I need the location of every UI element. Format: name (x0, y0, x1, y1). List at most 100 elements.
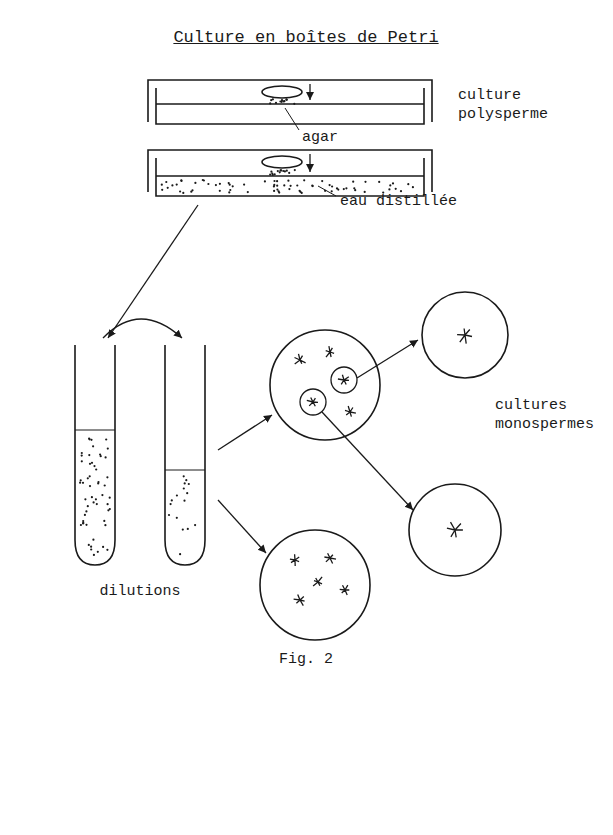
spore-dot (279, 171, 281, 173)
spore-dot (274, 173, 276, 175)
plating-arrow (218, 500, 266, 553)
colony (447, 522, 463, 537)
spore-dot (88, 544, 90, 546)
spore-dot (299, 190, 301, 192)
spore-dot (345, 187, 347, 189)
spore-dot (93, 501, 95, 503)
spore-dot (167, 187, 169, 189)
spore-dot (97, 551, 99, 553)
transfer-arrow (108, 205, 198, 338)
spore-dot (283, 100, 285, 102)
colony (313, 577, 322, 586)
spore-dot (89, 475, 91, 477)
leader-line (318, 186, 336, 196)
petri-lid (148, 150, 432, 192)
spore-dot (176, 184, 178, 186)
petri-plate (409, 484, 501, 576)
spore-dot (229, 184, 231, 186)
test-tube (165, 345, 205, 565)
spore-dot (190, 191, 192, 193)
spore-dot (296, 184, 298, 186)
spore-dot (354, 189, 356, 191)
spore-dot (97, 481, 99, 483)
spore-dot (82, 520, 84, 522)
spore-dot (161, 189, 163, 191)
colony (340, 585, 350, 595)
spore-dot (286, 99, 288, 101)
spore-dot (81, 455, 83, 457)
spore-dot (85, 524, 87, 526)
spore-dot (388, 188, 390, 190)
spore-dot (184, 482, 186, 484)
spore-dot (378, 181, 380, 183)
spore-dot (81, 452, 83, 454)
spore-dot (80, 479, 82, 481)
spore-dot (273, 190, 275, 192)
spore-dot (179, 190, 181, 192)
diagram-title: Culture en boîtes de Petri (173, 28, 438, 47)
spore-dot (91, 462, 93, 464)
spore-dot (90, 548, 92, 550)
spore-dot (294, 169, 296, 171)
colony (345, 406, 356, 417)
spore-dot (395, 188, 397, 190)
spore-dot (219, 190, 221, 192)
spore-dot (392, 182, 394, 184)
spore-dot (285, 98, 287, 100)
petri-plate (260, 530, 370, 640)
spore-dot (84, 498, 86, 500)
spore-dot (275, 102, 277, 104)
spore-dot (93, 554, 95, 556)
spore-dot (194, 524, 196, 526)
spore-dot (352, 181, 354, 183)
spore-dot (106, 476, 108, 478)
spore-dot (186, 492, 188, 494)
spore-dot (182, 192, 184, 194)
dish-label: culture polysperme (458, 86, 568, 124)
colony (338, 375, 349, 385)
spore-dot (288, 188, 290, 190)
colony (290, 554, 299, 566)
spore-dot (353, 187, 355, 189)
spore-dot (276, 185, 278, 187)
spore-dot (276, 180, 278, 182)
spore-dot (104, 524, 106, 526)
isolation-arrow (322, 412, 413, 510)
spore-dot (232, 185, 234, 187)
spore-dot (312, 185, 314, 187)
step-label: dilutions (99, 582, 180, 601)
spore-dot (247, 191, 249, 193)
spore-dot (290, 185, 292, 187)
spore-dot (104, 484, 106, 486)
spore-dot (301, 192, 303, 194)
spore-dot (179, 553, 181, 555)
spore-dot (89, 438, 91, 440)
colony (324, 553, 336, 563)
spore-dot (202, 179, 204, 181)
petri-plate (270, 330, 380, 440)
spore-dot (264, 180, 266, 182)
spore-dot (272, 98, 274, 100)
spore-dot (81, 460, 83, 462)
spore-dot (269, 102, 271, 104)
spore-dot (95, 498, 97, 500)
spore-dot (171, 499, 173, 501)
spore-dot (364, 181, 366, 183)
spore-fall-arrow (309, 84, 310, 100)
spore-dot (91, 496, 93, 498)
spore-dot (168, 514, 170, 516)
spore-dot (271, 173, 273, 175)
spore-dot (337, 189, 339, 191)
spore-dot (96, 503, 98, 505)
spore-dot (188, 483, 190, 485)
spore-dot (283, 100, 285, 102)
spore-dot (228, 191, 230, 193)
spore-dot (89, 485, 91, 487)
spore-dot (80, 524, 82, 526)
spore-dot (311, 185, 313, 187)
spore-dot (89, 463, 91, 465)
spore-dot (343, 188, 345, 190)
spore-dot (87, 505, 89, 507)
colony (307, 398, 318, 407)
spore-fall-arrow (309, 154, 310, 172)
